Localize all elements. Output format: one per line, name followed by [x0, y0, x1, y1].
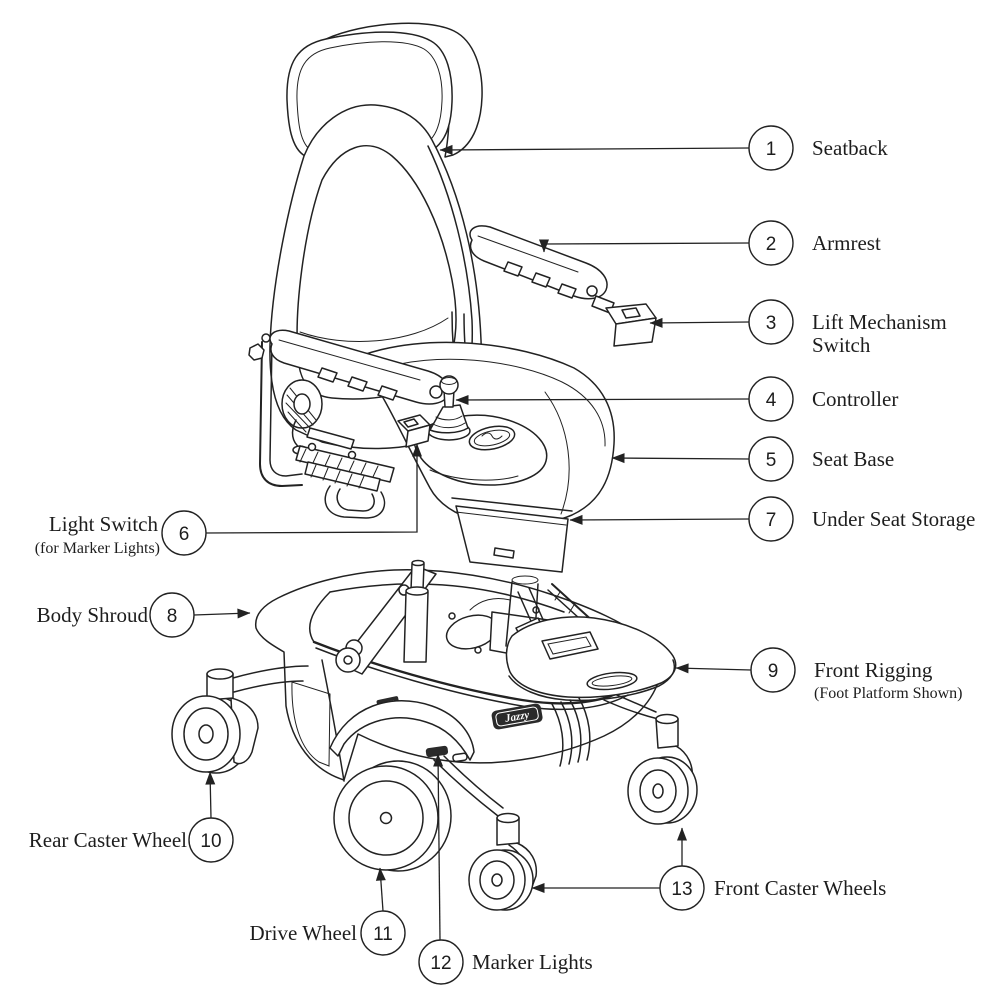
callout-9: 9 Front Rigging (Foot Platform Shown) — [675, 647, 962, 702]
callout-8-number: 8 — [167, 606, 178, 627]
callout-2-number: 2 — [766, 234, 777, 255]
callouts: 1 Seatback 2 Armrest 3 Lift Mechanism Sw… — [29, 125, 975, 985]
callout-1-circle — [748, 125, 794, 171]
wheelchair-drawing: Jazzy — [171, 22, 698, 911]
callout-5-leader — [611, 453, 750, 464]
callout-7: 7 Under Seat Storage — [569, 496, 975, 542]
controller — [413, 375, 548, 486]
callout-10-circle — [188, 817, 234, 863]
callout-7-number: 7 — [766, 510, 777, 531]
armrest-right — [469, 225, 615, 314]
callout-12-circle — [418, 939, 464, 985]
callout-4-leader — [455, 394, 750, 405]
callout-7-label: Under Seat Storage — [812, 507, 975, 531]
front-caster-wheel-right — [603, 691, 698, 825]
callout-8-label: Body Shroud — [37, 603, 149, 627]
callout-5: 5 Seat Base — [611, 436, 894, 482]
callout-9-label: Front Rigging — [814, 658, 933, 682]
wheel-arch — [329, 700, 475, 761]
callout-6-circle — [161, 510, 207, 556]
callout-2-leader — [539, 239, 750, 253]
callout-3-label-line2: Switch — [812, 333, 871, 357]
callout-10-leader — [205, 771, 216, 819]
callout-6-number: 6 — [179, 524, 190, 545]
callout-5-circle — [748, 436, 794, 482]
callout-3-leader — [649, 317, 750, 328]
callout-6-label-line2: (for Marker Lights) — [35, 540, 160, 557]
callout-12-leader — [433, 753, 444, 941]
callout-13: 13 Front Caster Wheels — [531, 827, 886, 911]
callout-3-circle — [748, 299, 794, 345]
callout-1-leader — [439, 144, 750, 155]
callout-12: 12 Marker Lights — [418, 753, 593, 985]
callout-13-number: 13 — [671, 879, 692, 900]
front-caster-wheel-left — [433, 755, 538, 911]
callout-2-circle — [748, 220, 794, 266]
drive-wheel — [329, 700, 475, 872]
rear-caster-wheel — [171, 665, 309, 774]
light-switch — [397, 414, 431, 448]
callout-6-leader — [205, 443, 422, 534]
callout-4-number: 4 — [766, 390, 777, 411]
callout-13-circle — [659, 865, 705, 911]
callout-1-label: Seatback — [812, 136, 888, 160]
grab-handle — [324, 485, 386, 519]
callout-9-circle — [750, 647, 796, 693]
callout-7-circle — [748, 496, 794, 542]
under-seat-storage — [451, 497, 644, 664]
jazzy-logo: Jazzy — [491, 703, 543, 730]
right-tire-tread — [551, 697, 591, 767]
callout-11-label: Drive Wheel — [250, 921, 358, 945]
controller-emblem — [468, 425, 516, 451]
callout-10-number: 10 — [200, 831, 221, 852]
callout-6-label: Light Switch — [49, 512, 159, 536]
callout-12-label: Marker Lights — [472, 950, 593, 974]
callout-10-label: Rear Caster Wheel — [29, 828, 187, 852]
callout-3-label: Lift Mechanism — [812, 310, 947, 334]
callout-4-circle — [748, 376, 794, 422]
front-rigging — [505, 587, 677, 702]
callout-9-number: 9 — [768, 661, 779, 682]
callout-13-label: Front Caster Wheels — [714, 876, 886, 900]
jazzy-logo-text: Jazzy — [503, 709, 530, 725]
callout-2: 2 Armrest — [539, 220, 881, 266]
callout-9-leader — [675, 663, 752, 674]
callout-3: 3 Lift Mechanism Switch — [649, 299, 947, 357]
callout-9-label-line2: (Foot Platform Shown) — [814, 685, 962, 702]
callout-6: 6 Light Switch (for Marker Lights) — [35, 443, 422, 557]
callout-7-leader — [569, 514, 750, 525]
callout-1-number: 1 — [766, 139, 777, 160]
callout-4: 4 Controller — [455, 376, 898, 422]
callout-11-leader — [375, 867, 386, 912]
callout-3-number: 3 — [766, 313, 777, 334]
callout-2-label: Armrest — [812, 231, 881, 255]
armrest-left-assembly — [248, 329, 450, 519]
lift-mechanism-switch — [605, 303, 657, 347]
callout-11-circle — [360, 910, 406, 956]
callout-5-number: 5 — [766, 450, 777, 471]
callout-8-leader — [193, 608, 251, 619]
callout-11: 11 Drive Wheel — [250, 867, 406, 956]
callout-10: 10 Rear Caster Wheel — [29, 771, 234, 863]
callout-5-label: Seat Base — [812, 447, 894, 471]
callout-11-number: 11 — [373, 924, 393, 945]
callout-12-number: 12 — [430, 953, 451, 974]
callout-8-circle — [149, 592, 195, 638]
callout-4-label: Controller — [812, 387, 898, 411]
callout-8: 8 Body Shroud — [37, 592, 251, 638]
callout-1: 1 Seatback — [439, 125, 888, 171]
